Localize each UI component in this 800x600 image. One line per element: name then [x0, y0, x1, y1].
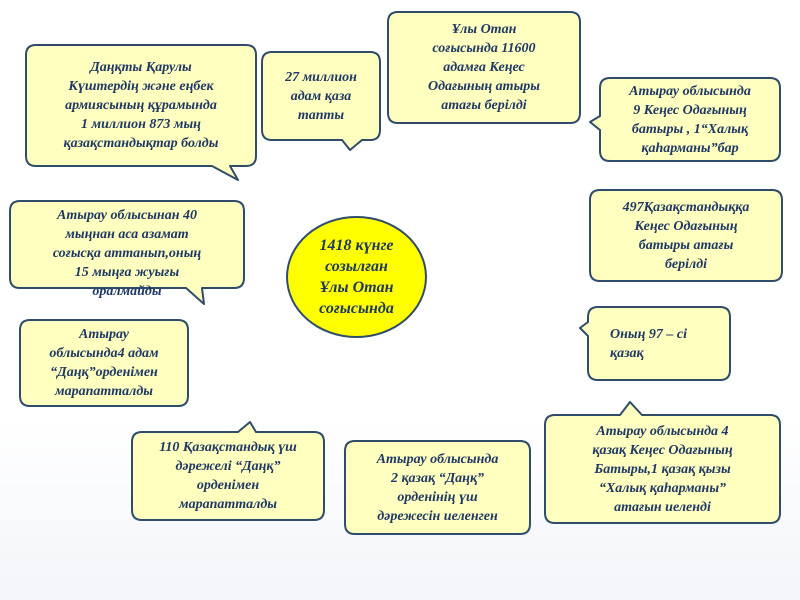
- callout-atyrau-4-heroes: Атырау облысында 4 қазақ Кеңес Одағының …: [592, 423, 733, 515]
- callout-of-97: Оның 97 – сі қазақ: [610, 326, 687, 361]
- callout-kz-497: 497Қазақстандыққа Кеңес Одағының батыры …: [622, 199, 750, 272]
- callout-karuly: Даңқты Қарулы Күштердің және еңбек армия…: [63, 60, 219, 151]
- callout-atyrau-2: Атырау облысында 2 қазақ “Даңқ” орденіні…: [376, 451, 499, 524]
- callout-atyrau-40: Атырау облысынан 40 мыңнан аса азамат со…: [52, 207, 202, 299]
- center-ellipse: [286, 216, 427, 338]
- callout-kz-110: 110 Қазақстандық үш дәрежелі “Даңқ” орде…: [159, 440, 297, 512]
- center-title: 1418 күнге созылған Ұлы Отан соғысында: [319, 237, 394, 317]
- callout-hero-11600: Ұлы Отан соғысында 11600 адамға Кеңес Од…: [427, 22, 540, 113]
- callout-atyrau-9: Атырау облысында 9 Кеңес Одағының батыры…: [629, 83, 751, 156]
- callout-killed: 27 миллион адам қаза тапты: [285, 69, 357, 123]
- callout-atyrau-4-dank: Атырау облысында4 адам “Даңқ”орденімен м…: [49, 327, 159, 399]
